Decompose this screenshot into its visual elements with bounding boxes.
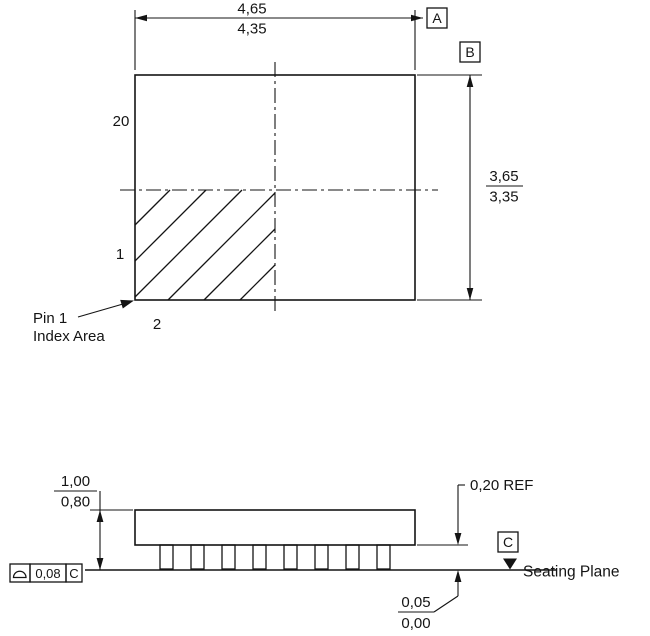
leader-line xyxy=(77,303,124,318)
top-view: 4,65 4,35 A B 3,65 3,35 20 1 2 xyxy=(33,1,523,345)
body-height-dimension: 1,00 0,80 xyxy=(54,473,133,570)
width-dim-upper: 4,65 xyxy=(237,1,266,18)
lead xyxy=(252,544,267,570)
tolerance-frame: 0,08 C xyxy=(9,563,83,583)
datum-c-flag: C xyxy=(497,531,519,553)
lead xyxy=(283,544,298,570)
arrowhead xyxy=(96,510,104,522)
pin-1-label: 1 xyxy=(116,246,124,263)
side-view: Seating Plane 1,00 0,80 0,20 REF 0,05 xyxy=(9,473,620,632)
body-height-upper: 1,00 xyxy=(61,473,90,490)
index-note-line1: Pin 1 xyxy=(33,310,67,327)
width-dim-lower: 4,35 xyxy=(237,21,266,38)
index-note-line2: Index Area xyxy=(33,328,105,345)
standoff-dimension: 0,05 0,00 xyxy=(398,594,459,632)
seating-plane-label: Seating Plane xyxy=(523,564,620,581)
arrowhead xyxy=(135,14,147,22)
pin-20-label: 20 xyxy=(113,113,130,130)
lead xyxy=(314,544,329,570)
datum-box xyxy=(497,531,519,553)
lead xyxy=(159,544,174,570)
arrowhead xyxy=(411,14,423,22)
body-height-lower: 0,80 xyxy=(61,494,90,511)
seating-plane-datum-triangle xyxy=(503,558,517,570)
height-dim-upper: 3,65 xyxy=(489,168,518,185)
profile-of-surface-symbol-icon xyxy=(12,570,27,579)
lead xyxy=(190,544,205,570)
lead-thickness-value: 0,20 REF xyxy=(470,477,533,494)
height-dimension: 3,65 3,35 xyxy=(417,74,523,301)
datum-a-label: A xyxy=(432,10,442,26)
width-dimension: 4,65 4,35 xyxy=(134,1,423,70)
pin1-index-note: Pin 1 Index Area xyxy=(33,299,134,345)
standoff-lower: 0,00 xyxy=(401,615,430,632)
lead xyxy=(376,544,391,570)
tolerance-cell xyxy=(9,563,31,583)
pin-2-label: 2 xyxy=(153,316,161,333)
tolerance-cell xyxy=(65,563,83,583)
lead xyxy=(345,544,360,570)
tolerance-datum: C xyxy=(69,566,78,581)
arrowhead xyxy=(96,558,104,570)
package-body xyxy=(134,509,416,546)
arrowhead xyxy=(466,75,474,87)
lead-row xyxy=(159,544,391,570)
lead-thickness-dimension: 0,20 REF xyxy=(417,477,533,596)
pin1-index-hatch xyxy=(134,189,276,301)
datum-b-flag: B xyxy=(459,41,481,63)
arrowhead xyxy=(454,570,462,582)
datum-a-flag: A xyxy=(426,7,448,29)
arrowhead xyxy=(454,533,462,545)
datum-box xyxy=(426,7,448,29)
pin1-arrowhead-icon xyxy=(120,299,134,309)
leader-line xyxy=(433,595,459,613)
arrowhead xyxy=(466,288,474,300)
height-dim-lower: 3,35 xyxy=(489,189,518,206)
datum-c-label: C xyxy=(503,534,513,550)
lead xyxy=(221,544,236,570)
datum-b-label: B xyxy=(465,44,474,60)
datum-box xyxy=(459,41,481,63)
standoff-upper: 0,05 xyxy=(401,594,430,611)
tolerance-value: 0,08 xyxy=(35,566,60,581)
